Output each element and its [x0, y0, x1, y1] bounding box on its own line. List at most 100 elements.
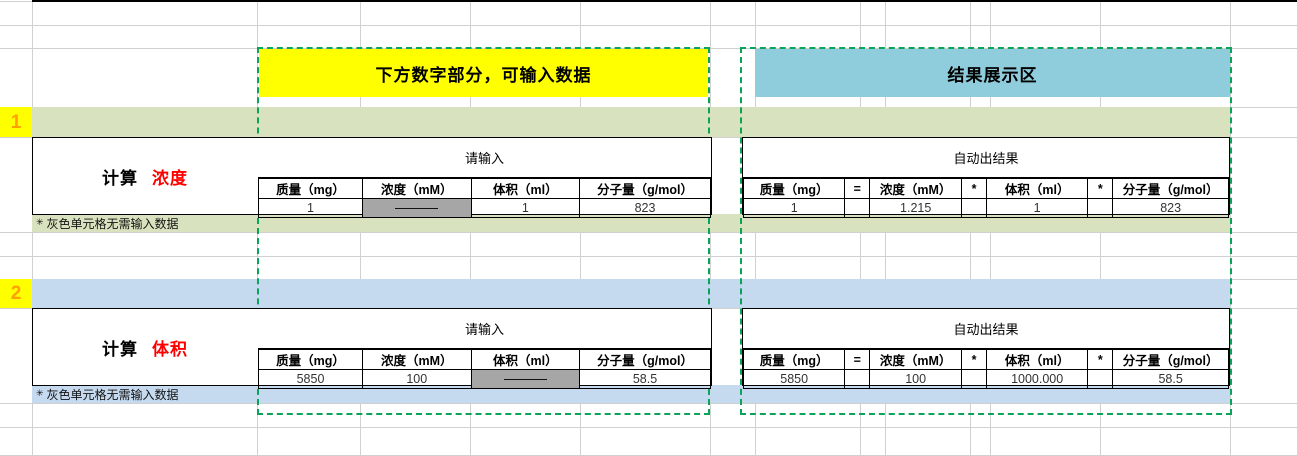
input-cell-mw[interactable]: 58.5	[579, 369, 711, 389]
table-header-row: 质量（mg） = 浓度（mM） * 体积（ml） * 分子量（g/mol）	[742, 178, 1229, 199]
input-cell-mass[interactable]: 5850	[257, 369, 364, 389]
table-row: 1 1 823	[257, 198, 711, 218]
col-header-conc: 浓度（mM）	[362, 349, 472, 370]
result-cell-conc: 1.215	[869, 198, 963, 218]
res-col-header-volume: 体积（ml）	[985, 178, 1089, 199]
block-volume-label-target: 体积	[152, 339, 188, 359]
table-row: 1 1.215 1 823	[742, 198, 1229, 218]
res-col-header-conc: 浓度（mM）	[869, 349, 963, 370]
col-header-mw: 分子量（g/mol）	[579, 349, 711, 370]
result-cell-sep-2	[961, 369, 987, 389]
row-marker-1-label: 1	[10, 111, 22, 133]
result-cell-mw: 58.5	[1112, 369, 1229, 389]
block-concentration-input-title: 请输入	[258, 138, 711, 178]
result-cell-mass: 5850	[742, 369, 846, 389]
input-cell-volume[interactable]: 1	[470, 198, 581, 218]
block-concentration-input-card: 计算 浓度 请输入 质量（mg） 浓度（mM） 体积（ml） 分子量（g/mol…	[32, 137, 712, 218]
row-marker-1: 1	[0, 107, 32, 137]
top-border-rule	[32, 0, 1297, 2]
band-green-bottom-1	[32, 214, 1230, 232]
disabled-dash-icon	[503, 378, 547, 380]
asterisk-icon: ✳	[36, 216, 44, 227]
block-concentration-label-prefix: 计算	[102, 168, 138, 188]
block-volume-input-table: 请输入 质量（mg） 浓度（mM） 体积（ml） 分子量（g/mol） 5850…	[257, 309, 711, 389]
res-col-header-equals: =	[844, 349, 871, 370]
input-grid-volume: 质量（mg） 浓度（mM） 体积（ml） 分子量（g/mol） 5850 100…	[257, 349, 711, 389]
result-grid-volume: 质量（mg） = 浓度（mM） * 体积（ml） * 分子量（g/mol） 58…	[742, 349, 1229, 389]
res-col-header-times-1: *	[961, 178, 987, 199]
col-header-conc: 浓度（mM）	[362, 178, 472, 199]
result-zone-header-label: 结果展示区	[947, 65, 1038, 85]
input-cell-conc-disabled	[362, 198, 472, 218]
result-cell-conc: 100	[869, 369, 963, 389]
res-col-header-volume: 体积（ml）	[985, 349, 1089, 370]
res-col-header-times-2: *	[1087, 178, 1114, 199]
res-col-header-times-2: *	[1087, 349, 1114, 370]
footnote-concentration-text: 灰色单元格无需输入数据	[46, 216, 179, 231]
input-cell-volume-disabled	[470, 369, 581, 389]
gridline-h	[0, 232, 1297, 233]
block-volume-label: 计算 体积	[33, 309, 258, 385]
col-header-mass: 质量（mg）	[257, 178, 364, 199]
input-cell-mw[interactable]: 823	[579, 198, 711, 218]
block-concentration-result-table: 自动出结果 质量（mg） = 浓度（mM） * 体积（ml） * 分子量（g/m…	[742, 138, 1229, 218]
input-grid-concentration: 质量（mg） 浓度（mM） 体积（ml） 分子量（g/mol） 1 1 823	[257, 178, 711, 218]
gridline-v	[1230, 0, 1231, 456]
res-col-header-equals: =	[844, 178, 871, 199]
col-header-volume: 体积（ml）	[470, 349, 581, 370]
footnote-volume-text: 灰色单元格无需输入数据	[46, 387, 179, 402]
footnote-volume: ✳ 灰色单元格无需输入数据	[36, 385, 179, 403]
input-cell-conc[interactable]: 100	[362, 369, 472, 389]
res-col-header-mass: 质量（mg）	[742, 349, 846, 370]
result-zone-header: 结果展示区	[755, 49, 1230, 97]
col-header-mw: 分子量（g/mol）	[579, 178, 711, 199]
input-zone-header-label: 下方数字部分，可输入数据	[375, 65, 592, 85]
result-cell-sep-2	[961, 198, 987, 218]
table-row: 5850 100 1000.000 58.5	[742, 369, 1229, 389]
row-marker-2: 2	[0, 279, 32, 308]
block-volume-input-title: 请输入	[258, 309, 711, 349]
result-cell-volume: 1000.000	[985, 369, 1089, 389]
input-zone-header: 下方数字部分，可输入数据	[259, 49, 708, 97]
gridline-h	[0, 403, 1297, 404]
block-volume-result-title: 自动出结果	[743, 309, 1229, 349]
input-cell-mass[interactable]: 1	[257, 198, 364, 218]
table-header-row: 质量（mg） 浓度（mM） 体积（ml） 分子量（g/mol）	[257, 349, 711, 370]
result-cell-mass: 1	[742, 198, 846, 218]
gridline-h	[0, 25, 1297, 26]
asterisk-icon: ✳	[36, 387, 44, 398]
disabled-dash-icon	[395, 207, 439, 209]
table-header-row: 质量（mg） 浓度（mM） 体积（ml） 分子量（g/mol）	[257, 178, 711, 199]
res-col-header-times-1: *	[961, 349, 987, 370]
table-row: 5850 100 58.5	[257, 369, 711, 389]
result-cell-sep-1	[844, 369, 871, 389]
gridline-h	[0, 427, 1297, 428]
block-concentration-label: 计算 浓度	[33, 138, 258, 214]
block-concentration-result-title: 自动出结果	[743, 138, 1229, 178]
block-volume-result-table: 自动出结果 质量（mg） = 浓度（mM） * 体积（ml） * 分子量（g/m…	[742, 309, 1229, 389]
result-cell-sep-3	[1087, 369, 1114, 389]
block-volume-input-card: 计算 体积 请输入 质量（mg） 浓度（mM） 体积（ml） 分子量（g/mol…	[32, 308, 712, 389]
block-concentration-label-target: 浓度	[152, 168, 188, 188]
res-col-header-mass: 质量（mg）	[742, 178, 846, 199]
res-col-header-conc: 浓度（mM）	[869, 178, 963, 199]
block-volume-label-prefix: 计算	[102, 339, 138, 359]
result-cell-sep-1	[844, 198, 871, 218]
result-grid-concentration: 质量（mg） = 浓度（mM） * 体积（ml） * 分子量（g/mol） 1 …	[742, 178, 1229, 218]
footnote-concentration: ✳ 灰色单元格无需输入数据	[36, 214, 179, 232]
result-cell-volume: 1	[985, 198, 1089, 218]
block-concentration-input-table: 请输入 质量（mg） 浓度（mM） 体积（ml） 分子量（g/mol） 1 1 …	[257, 138, 711, 218]
col-header-mass: 质量（mg）	[257, 349, 364, 370]
res-col-header-mw: 分子量（g/mol）	[1112, 349, 1229, 370]
result-cell-sep-3	[1087, 198, 1114, 218]
gridline-h	[0, 256, 1297, 257]
res-col-header-mw: 分子量（g/mol）	[1112, 178, 1229, 199]
col-header-volume: 体积（ml）	[470, 178, 581, 199]
band-green-top-1	[32, 107, 1230, 137]
row-marker-2-label: 2	[10, 283, 22, 304]
block-volume-result-card: 自动出结果 质量（mg） = 浓度（mM） * 体积（ml） * 分子量（g/m…	[742, 308, 1230, 389]
block-concentration-result-card: 自动出结果 质量（mg） = 浓度（mM） * 体积（ml） * 分子量（g/m…	[742, 137, 1230, 218]
band-blue-top-2	[32, 279, 1230, 308]
band-blue-bottom-2	[32, 385, 1230, 403]
